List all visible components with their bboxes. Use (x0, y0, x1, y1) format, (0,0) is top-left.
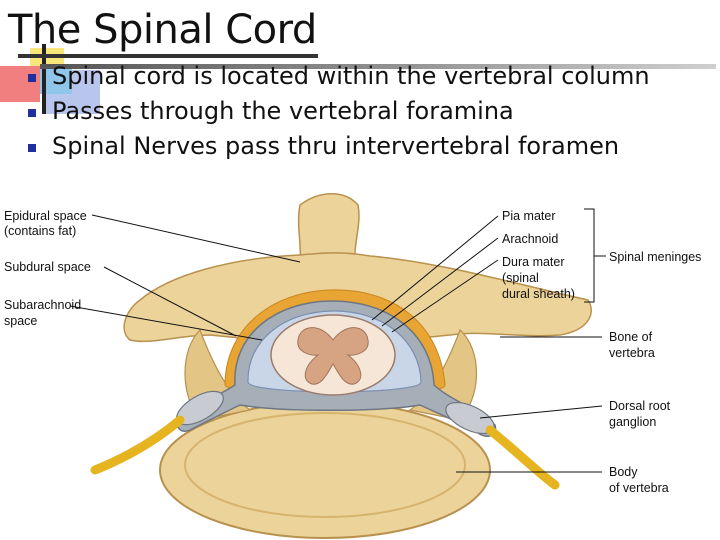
leader-line (103, 266, 237, 337)
leader-line (391, 259, 499, 333)
bullet-item: Spinal cord is located within the verteb… (24, 60, 650, 95)
decor-horizontal-bar (18, 54, 318, 58)
bullet-square-icon (28, 144, 36, 152)
bullet-text: Spinal cord is located within the verteb… (52, 62, 650, 90)
label-body: Body (609, 465, 638, 479)
spinal-cord-cross-section-diagram: Epidural space (contains fat) Subdural s… (4, 193, 701, 539)
bullet-square-icon (28, 109, 36, 117)
decor-horizontal-rule (40, 64, 716, 69)
label-spinal-meninges: Spinal meninges (609, 250, 701, 264)
bullet-text: Passes through the vertebral foramina (52, 97, 514, 125)
leader-line (371, 215, 499, 321)
gray-matter (297, 327, 369, 385)
label-bone-of: Bone of (609, 330, 653, 344)
leader-line (69, 305, 263, 341)
spinous-process (297, 193, 360, 263)
label-dura-mater: Dura mater (502, 255, 565, 269)
label-subarachnoid-space: space (4, 314, 37, 328)
meninges-bracket (584, 208, 595, 303)
vertebral-body-rim (184, 412, 466, 518)
bullet-list: Spinal cord is located within the verteb… (24, 60, 650, 165)
label-of-vertebra: of vertebra (609, 481, 669, 495)
leader-lines (69, 208, 606, 473)
label-subarachnoid: Subarachnoid (4, 298, 81, 312)
slide-title: The Spinal Cord (8, 7, 317, 53)
bullet-item: Spinal Nerves pass thru intervertebral f… (24, 130, 650, 165)
spinal-nerve-left (90, 415, 185, 475)
bullet-text: Spinal Nerves pass thru intervertebral f… (52, 132, 620, 160)
spinal-nerve-right (485, 425, 560, 490)
decor-square-red (0, 66, 40, 102)
label-dura-sheath: dural sheath) (502, 287, 575, 301)
label-vertebra: vertebra (609, 346, 655, 360)
label-epidural-space: Epidural space (4, 209, 87, 223)
bullet-item: Passes through the vertebral foramina (24, 95, 650, 130)
label-pia-mater: Pia mater (502, 209, 556, 223)
decor-vertical-bar (42, 44, 46, 114)
label-subdural-space: Subdural space (4, 260, 91, 274)
leader-line (91, 214, 301, 263)
leader-line (381, 237, 499, 327)
label-epidural-fat: (contains fat) (4, 224, 76, 238)
label-dorsal-root: Dorsal root (609, 399, 671, 413)
label-ganglion: ganglion (609, 415, 656, 429)
label-dura-spinal: (spinal (502, 271, 539, 285)
bullet-square-icon (28, 74, 36, 82)
leader-line (479, 405, 603, 419)
label-arachnoid: Arachnoid (502, 232, 558, 246)
